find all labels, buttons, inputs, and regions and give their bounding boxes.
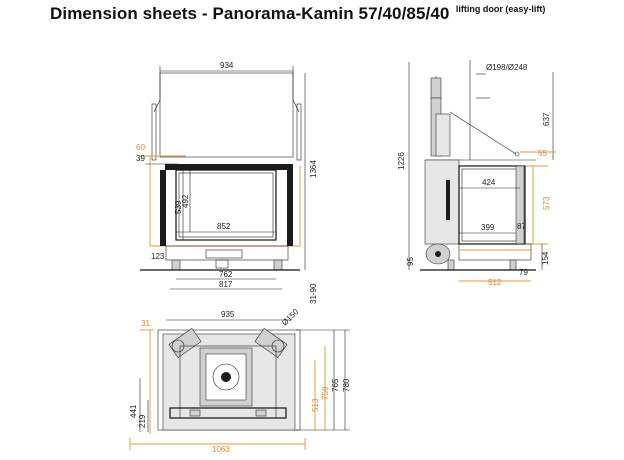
dim-817: 817 bbox=[219, 280, 233, 289]
dim-123: 123 bbox=[151, 252, 165, 261]
dim-759: 759 bbox=[321, 386, 330, 400]
top-frame-bar bbox=[165, 164, 293, 170]
dim-852: 852 bbox=[217, 222, 231, 231]
dim-31: 31 bbox=[141, 319, 150, 328]
dim-1226: 1226 bbox=[397, 152, 406, 170]
dim-934: 934 bbox=[220, 61, 234, 70]
dim-95: 95 bbox=[406, 257, 415, 266]
dim-637: 637 bbox=[542, 112, 551, 126]
dim-441: 441 bbox=[129, 404, 138, 418]
dim-935: 935 bbox=[221, 310, 235, 319]
title-main: Dimension sheets - Panorama-Kamin 57/40/… bbox=[50, 4, 450, 23]
dim-512: 512 bbox=[488, 278, 502, 287]
dim-424: 424 bbox=[482, 178, 496, 187]
dim-87: 87 bbox=[517, 222, 526, 231]
side-housing bbox=[424, 159, 460, 245]
top-view: 935 Ø150 31 441 219 513 759 765 bbox=[129, 307, 351, 454]
easy-lift-arm bbox=[449, 111, 517, 155]
dim-780: 780 bbox=[342, 378, 351, 392]
dim-513: 513 bbox=[311, 398, 320, 412]
dim-765: 765 bbox=[331, 378, 340, 392]
dim-39: 39 bbox=[136, 154, 145, 163]
side-view: Ø198/Ø248 637 55 424 399 573 1226 bbox=[397, 60, 556, 287]
dim-154: 154 bbox=[541, 251, 550, 265]
dim-573: 573 bbox=[542, 196, 551, 210]
dim-399: 399 bbox=[481, 223, 495, 232]
dim-219: 219 bbox=[138, 414, 147, 428]
dim-31-90: 31-90 bbox=[309, 283, 318, 304]
dim-60: 60 bbox=[136, 143, 145, 152]
dim-diameter-150: Ø150 bbox=[280, 307, 301, 328]
dim-flue-diameter: Ø198/Ø248 bbox=[486, 63, 528, 72]
dim-1063: 1063 bbox=[212, 445, 230, 454]
dim-55: 55 bbox=[538, 149, 547, 158]
dim-79: 79 bbox=[519, 268, 528, 277]
title-subtitle: lifting door (easy-lift) bbox=[455, 4, 546, 14]
front-view: 934 60 39 539 492 852 bbox=[136, 61, 318, 304]
dim-1364: 1364 bbox=[309, 160, 318, 178]
dim-539: 539 bbox=[174, 200, 183, 214]
page-title: Dimension sheets - Panorama-Kamin 57/40/… bbox=[50, 4, 545, 24]
hood-body bbox=[159, 72, 294, 158]
dim-762: 762 bbox=[219, 270, 233, 279]
dim-492: 492 bbox=[181, 194, 190, 208]
